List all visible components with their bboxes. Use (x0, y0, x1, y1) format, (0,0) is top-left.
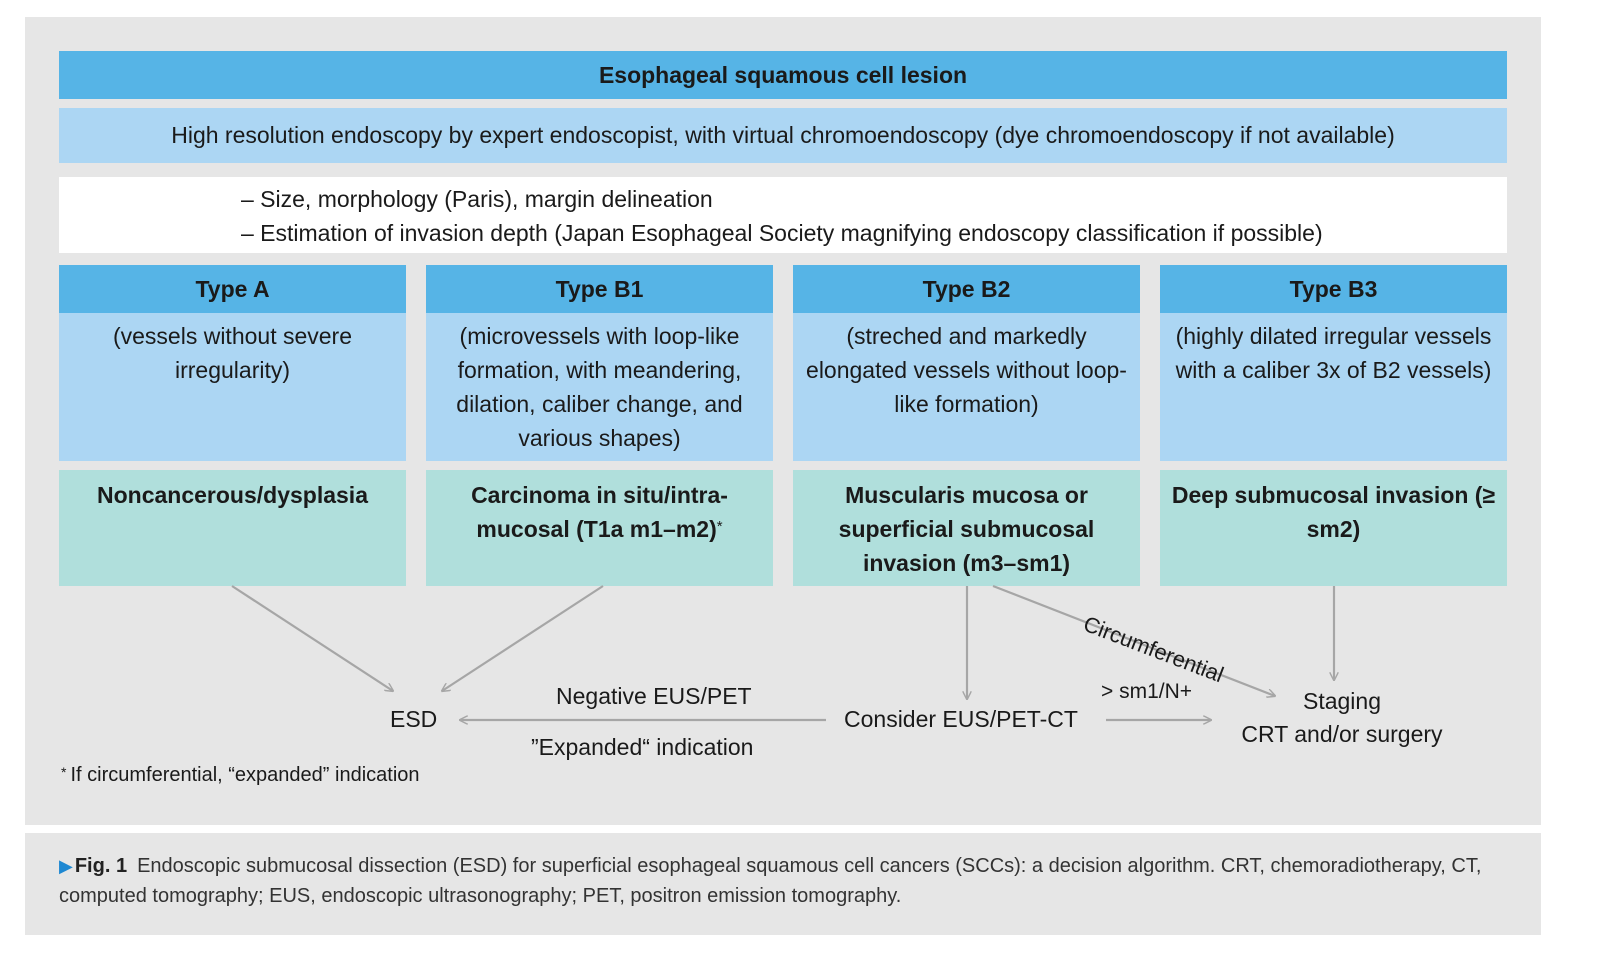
caption-triangle-icon: ▶ (59, 856, 73, 876)
type-b1-header: Type B1 (426, 265, 773, 313)
type-a-header: Type A (59, 265, 406, 313)
staging-node-title: Staging (1302, 688, 1381, 714)
type-b3-result: Deep submucosal invasion (≥ sm2) (1160, 470, 1507, 586)
endoscopy-bar: High resolution endoscopy by expert endo… (59, 108, 1507, 163)
assessment-box: – Size, morphology (Paris), margin delin… (59, 177, 1507, 253)
negative-eus-label: Negative EUS/PET (556, 683, 752, 709)
staging-node-treatment: CRT and/or surgery (1241, 721, 1443, 747)
assessment-item-size: – Size, morphology (Paris), margin delin… (241, 186, 713, 212)
consider-eus-node: Consider EUS/PET-CT (844, 706, 1078, 732)
type-a-description: (vessels without severe irregularity) (59, 313, 406, 461)
type-b2-result: Muscularis mucosa or superficial submuco… (793, 470, 1140, 586)
type-a-result: Noncancerous/dysplasia (59, 470, 406, 586)
assessment-item-depth: – Estimation of invasion depth (Japan Es… (241, 220, 1323, 246)
footnote-text: If circumferential, “expanded” indicatio… (70, 764, 420, 786)
type-b2-description: (streched and markedly elongated vessels… (793, 313, 1140, 461)
arrow-type-b1-to-esd (442, 585, 604, 691)
footnote-star: * (61, 764, 67, 780)
sm1-n-plus-label: > sm1/N+ (1101, 680, 1193, 703)
type-b3-header: Type B3 (1160, 265, 1507, 313)
type-b1-result-text: Carcinoma in situ/intra-mucosal (T1a m1–… (471, 482, 728, 542)
footnote: *If circumferential, “expanded” indicati… (61, 764, 420, 787)
expanded-indication-label: ”Expanded“ indication (531, 734, 754, 760)
type-b1-description: (microvessels with loop-like formation, … (426, 313, 773, 461)
footnote-marker: * (716, 518, 723, 535)
type-b1-result: Carcinoma in situ/intra-mucosal (T1a m1–… (426, 470, 773, 586)
caption-figure-label: Fig. 1 (74, 855, 128, 877)
header-bar: Esophageal squamous cell lesion (59, 51, 1507, 99)
arrow-circumferential-to-staging (992, 584, 1275, 696)
esd-node: ESD (390, 706, 438, 732)
caption-text: Endoscopic submucosal dissection (ESD) f… (59, 855, 1482, 907)
type-b3-description: (highly dilated irregular vessels with a… (1160, 313, 1507, 461)
arrow-type-a-to-esd (231, 585, 393, 691)
type-b2-header: Type B2 (793, 265, 1140, 313)
caption-panel (25, 833, 1541, 935)
